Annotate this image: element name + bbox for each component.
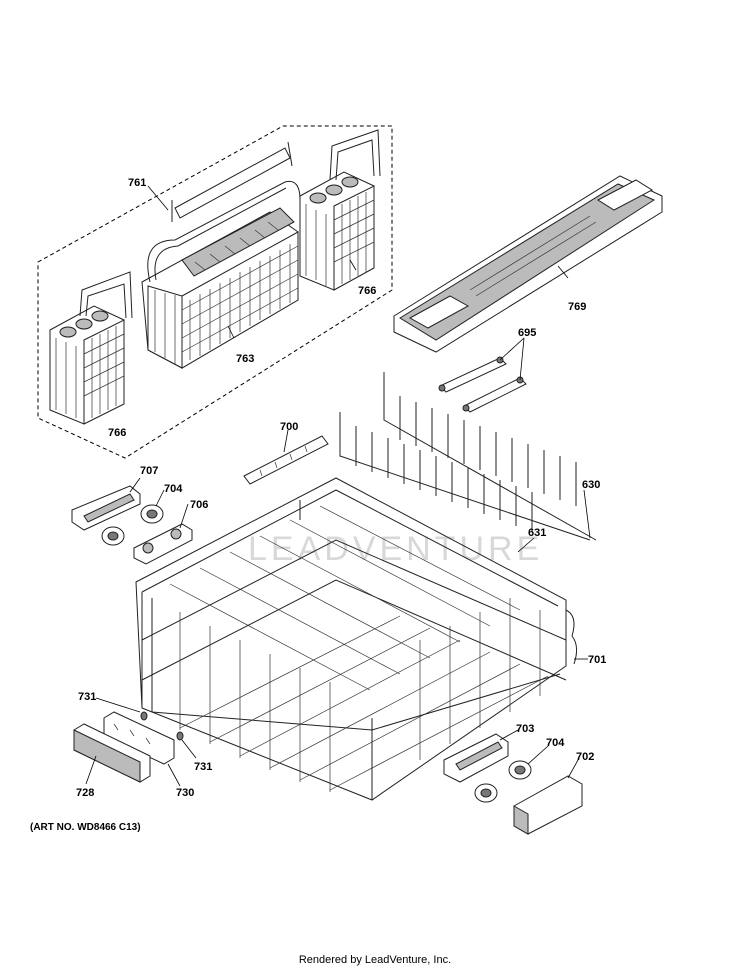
label-728: 728	[76, 787, 94, 799]
label-704-left: 704	[164, 483, 183, 495]
wheel-assembly-706[interactable]	[133, 523, 193, 565]
label-730: 730	[176, 787, 194, 799]
label-706: 706	[190, 499, 208, 511]
label-707: 707	[140, 465, 158, 477]
wheel-704-right-upper[interactable]	[508, 760, 532, 780]
wheel-704-right-lower[interactable]	[474, 783, 498, 803]
label-703: 703	[516, 723, 534, 735]
label-700: 700	[280, 421, 298, 433]
clip-strip-700[interactable]	[243, 435, 329, 485]
leader-lines	[85, 185, 591, 787]
render-credit: Rendered by LeadVenture, Inc.	[298, 954, 452, 966]
label-704-right: 704	[546, 737, 565, 749]
bumper-728[interactable]	[73, 723, 151, 783]
wheel-704-left[interactable]	[140, 504, 164, 524]
label-695: 695	[518, 327, 536, 339]
label-731-lower: 731	[194, 761, 212, 773]
label-766-right: 766	[358, 285, 376, 297]
silverware-basket-763[interactable]	[141, 180, 301, 369]
rack-rail-769[interactable]	[393, 175, 663, 353]
label-701: 701	[588, 654, 606, 666]
clip-695-lower[interactable]	[462, 376, 527, 413]
label-631: 631	[528, 527, 546, 539]
lower-rack-701[interactable]	[135, 477, 578, 801]
basket-handle-761[interactable]	[171, 141, 293, 222]
bumper-702[interactable]	[513, 775, 583, 835]
label-731-upper: 731	[78, 691, 96, 703]
art-number: (ART NO. WD8466 C13)	[30, 822, 141, 833]
label-766-left: 766	[108, 427, 126, 439]
silverware-basket-766-left[interactable]	[49, 271, 133, 425]
tine-row-630[interactable]	[339, 372, 597, 541]
wheel-left-lower[interactable]	[101, 526, 125, 546]
wheel-holder-703[interactable]	[443, 733, 509, 783]
screw-731-upper[interactable]	[140, 711, 148, 721]
label-769: 769	[568, 301, 586, 313]
watermark: LEADVENTURE	[248, 530, 543, 568]
screw-731-lower[interactable]	[176, 731, 184, 741]
wheel-holder-707[interactable]	[71, 485, 141, 531]
part-labels: 761 766 763 766 769 695 700 707 704 706 …	[76, 177, 606, 799]
silverware-basket-766-right[interactable]	[299, 129, 381, 291]
label-763: 763	[236, 353, 254, 365]
label-702: 702	[576, 751, 594, 763]
silverware-basket-group	[37, 125, 393, 459]
label-761: 761	[128, 177, 146, 189]
clip-695-upper[interactable]	[438, 356, 507, 393]
label-630: 630	[582, 479, 600, 491]
